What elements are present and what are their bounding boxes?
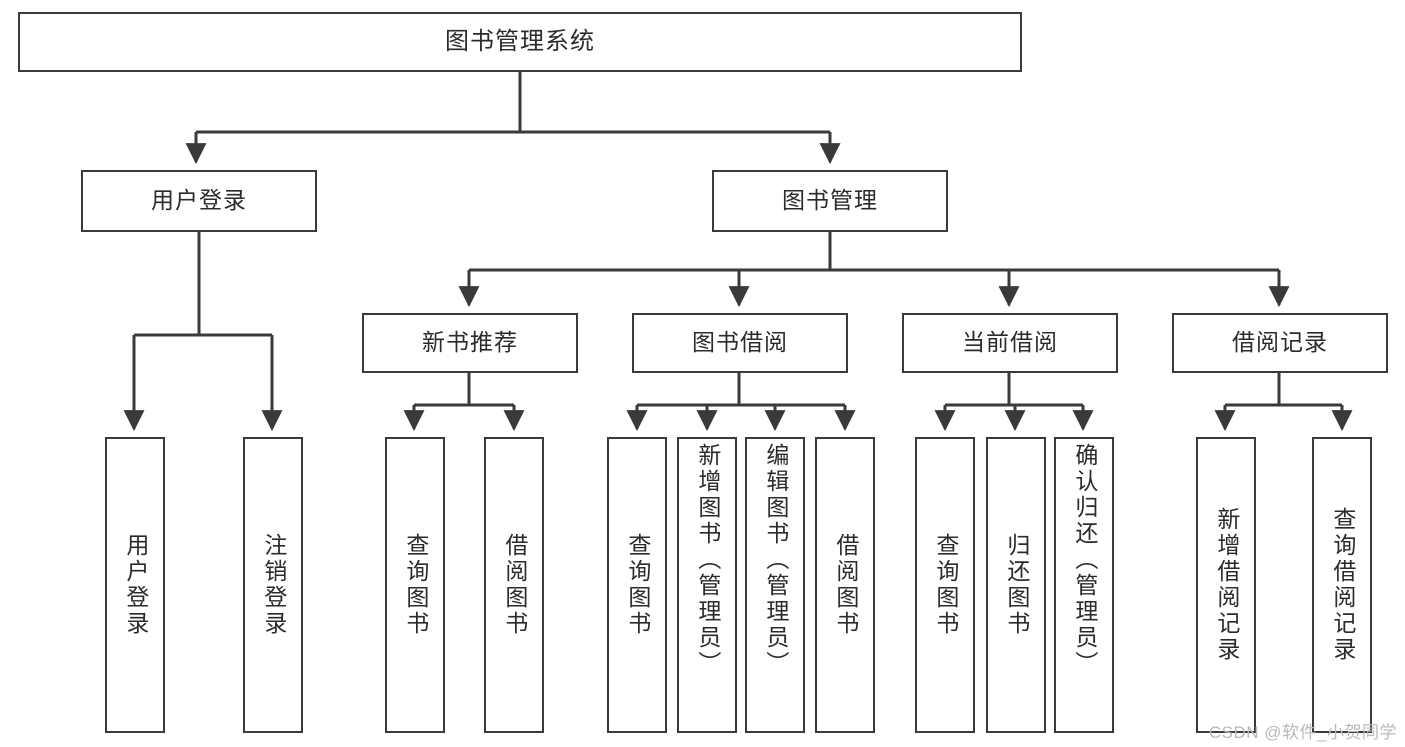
node-current-borrow[interactable]: 当前借阅 — [902, 313, 1118, 373]
node-label: 新增图书（管理员） — [694, 443, 721, 677]
node-label: 用户登录 — [122, 533, 149, 637]
node-book-management[interactable]: 图书管理 — [712, 170, 948, 232]
node-label: 借阅记录 — [1232, 329, 1328, 356]
leaf-new-book-borrow[interactable]: 借阅图书 — [484, 437, 544, 733]
leaf-edit-book-admin[interactable]: 编辑图书（管理员） — [745, 437, 805, 733]
node-label: 图书管理系统 — [445, 27, 595, 55]
node-label: 查询图书 — [624, 533, 651, 637]
node-book-management-system[interactable]: 图书管理系统 — [18, 12, 1022, 72]
leaf-current-query-book[interactable]: 查询图书 — [915, 437, 975, 733]
node-label: 注销登录 — [260, 533, 287, 637]
node-book-borrow[interactable]: 图书借阅 — [632, 313, 848, 373]
node-label: 查询借阅记录 — [1329, 507, 1356, 663]
leaf-new-book-query[interactable]: 查询图书 — [385, 437, 445, 733]
node-borrow-records[interactable]: 借阅记录 — [1172, 313, 1388, 373]
node-label: 编辑图书（管理员） — [762, 443, 789, 677]
node-label: 图书管理 — [782, 187, 878, 214]
node-label: 查询图书 — [932, 533, 959, 637]
leaf-query-borrow-record[interactable]: 查询借阅记录 — [1312, 437, 1372, 733]
node-label: 新增借阅记录 — [1213, 507, 1240, 663]
node-user-login[interactable]: 用户登录 — [81, 170, 317, 232]
leaf-borrow-book[interactable]: 借阅图书 — [815, 437, 875, 733]
node-label: 新书推荐 — [422, 329, 518, 356]
leaf-return-book[interactable]: 归还图书 — [986, 437, 1046, 733]
leaf-confirm-return-admin[interactable]: 确认归还（管理员） — [1054, 437, 1114, 733]
leaf-add-book-admin[interactable]: 新增图书（管理员） — [677, 437, 737, 733]
node-label: 借阅图书 — [832, 533, 859, 637]
node-label: 确认归还（管理员） — [1071, 443, 1098, 677]
node-label: 查询图书 — [402, 533, 429, 637]
leaf-borrow-query-book[interactable]: 查询图书 — [607, 437, 667, 733]
node-label: 用户登录 — [151, 187, 247, 214]
node-label: 当前借阅 — [962, 329, 1058, 356]
node-label: 归还图书 — [1003, 533, 1030, 637]
node-label: 借阅图书 — [501, 533, 528, 637]
leaf-user-login[interactable]: 用户登录 — [105, 437, 165, 733]
node-new-book-recommend[interactable]: 新书推荐 — [362, 313, 578, 373]
node-label: 图书借阅 — [692, 329, 788, 356]
leaf-logout[interactable]: 注销登录 — [243, 437, 303, 733]
leaf-add-borrow-record[interactable]: 新增借阅记录 — [1196, 437, 1256, 733]
watermark: CSDN @软件_小贺同学 — [1208, 723, 1397, 742]
